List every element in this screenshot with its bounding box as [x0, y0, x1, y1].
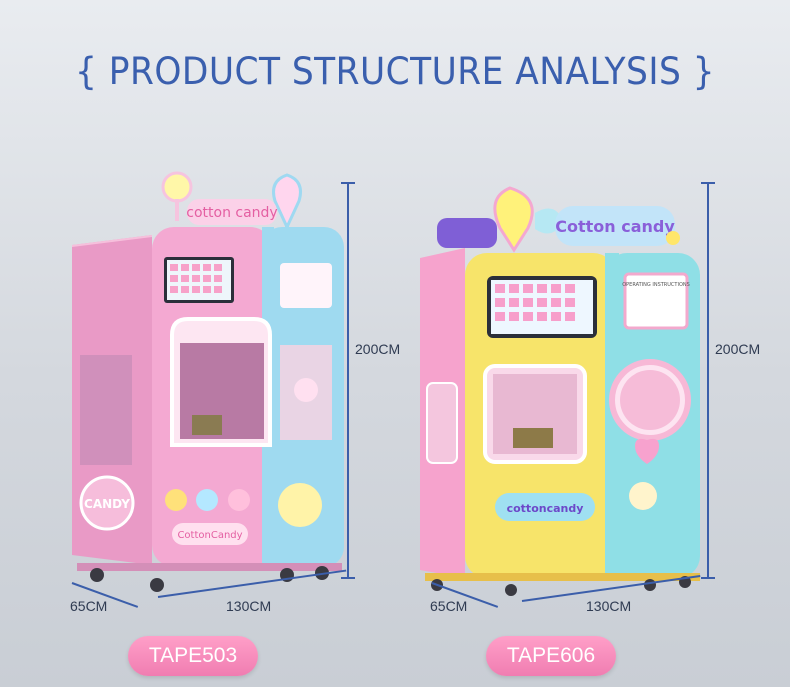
height-label-2: 200CM — [715, 341, 761, 357]
width-label-2: 130CM — [586, 598, 632, 614]
depth-label-2: 65CM — [430, 598, 468, 614]
height-label-1: 200CM — [355, 341, 401, 357]
panel-text: CottonCandy — [177, 530, 242, 541]
height-tick-top-1 — [341, 182, 355, 184]
badge-text: CANDY — [84, 497, 130, 511]
sign-text: cotton candy — [186, 205, 277, 221]
height-line-2 — [707, 183, 709, 578]
height-tick-top-2 — [701, 182, 715, 184]
model-pill-tape606: TAPE606 — [486, 636, 616, 676]
depth-label-1: 65CM — [70, 598, 108, 614]
width-label-1: 130CM — [226, 598, 272, 614]
sign-text: Cotton candy — [555, 217, 675, 236]
cotton-candy-sign-icon: Cotton candy — [437, 186, 680, 253]
panel-text: cottoncandy — [507, 502, 584, 515]
height-tick-bottom-1 — [341, 577, 355, 579]
model-pill-tape503: TAPE503 — [128, 636, 258, 676]
machine-tape606-image: Cotton candy OPERATING INSTRUCTIONS — [415, 178, 715, 598]
machine-tape503-image: cotton candy CANDY — [52, 165, 352, 595]
height-line-1 — [347, 183, 349, 578]
height-tick-bottom-2 — [701, 577, 715, 579]
page-title: { PRODUCT STRUCTURE ANALYSIS } — [74, 50, 716, 93]
screen-title: OPERATING INSTRUCTIONS — [622, 282, 690, 288]
